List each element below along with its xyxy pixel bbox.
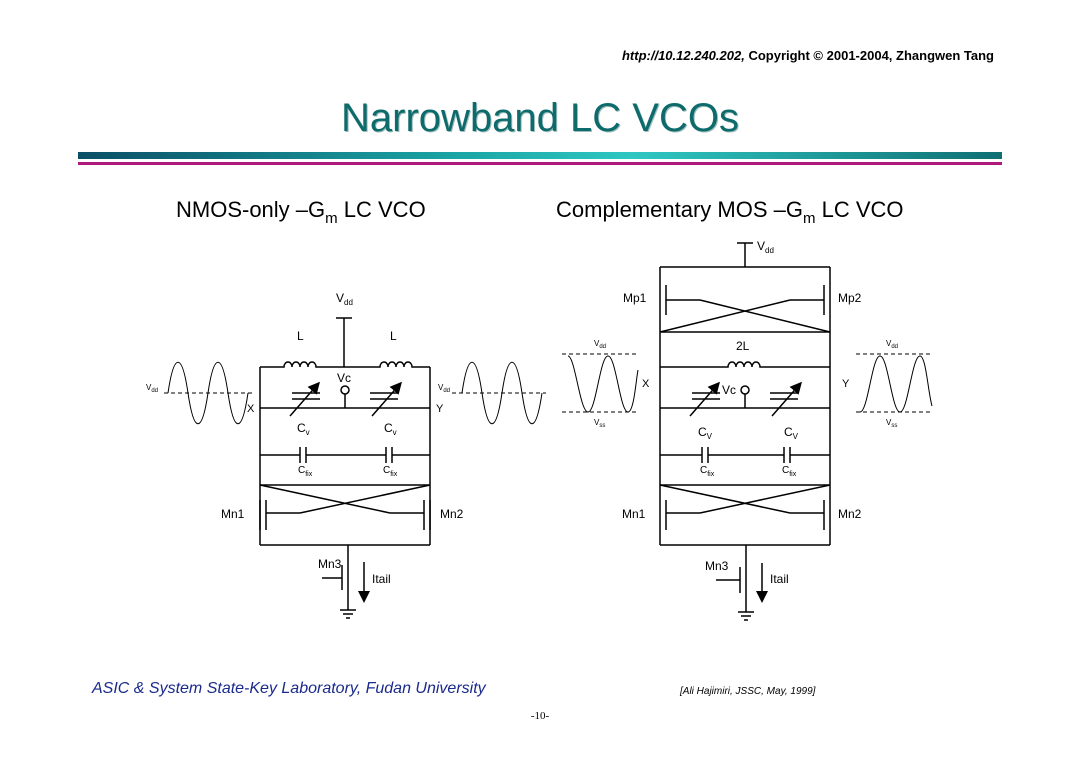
title-divider bbox=[78, 152, 1002, 165]
left-vc-node bbox=[340, 385, 350, 395]
left-y-label: Y bbox=[436, 403, 444, 415]
right-circuit: Complementary MOS –Gm LC VCO Vdd Mp1 Mp2… bbox=[556, 197, 933, 621]
right-vdd-right-label: Vdd bbox=[886, 339, 898, 350]
left-itail-label: Itail bbox=[372, 572, 391, 586]
left-cv2-label: Cv bbox=[384, 421, 397, 437]
right-vc-label: Vc bbox=[722, 383, 736, 397]
divider-gradient-bar bbox=[78, 152, 1002, 159]
footer-lab: ASIC & System State-Key Laboratory, Fuda… bbox=[92, 680, 486, 697]
right-x-label: X bbox=[642, 378, 650, 390]
right-mp1-label: Mp1 bbox=[623, 291, 647, 305]
right-l-label: 2L bbox=[736, 339, 750, 353]
right-cv1-label: CV bbox=[698, 425, 713, 441]
left-vdd-left-label: Vdd bbox=[146, 383, 158, 394]
left-inductors bbox=[260, 361, 430, 368]
right-vdd-left-label: Vdd bbox=[594, 339, 606, 350]
left-cfix1-label: Cfix bbox=[298, 465, 313, 478]
right-mn2-label: Mn2 bbox=[838, 507, 862, 521]
right-cross-wire-2 bbox=[659, 484, 791, 514]
header: http://10.12.240.202, Copyright © 2001-2… bbox=[622, 48, 994, 63]
right-title: Complementary MOS –Gm LC VCO bbox=[556, 197, 904, 227]
header-url: http://10.12.240.202, bbox=[621, 48, 745, 63]
footer-citation: [Ali Hajimiri, JSSC, May, 1999] bbox=[680, 686, 816, 697]
left-mn1-label: Mn1 bbox=[221, 507, 245, 521]
right-cross-wire-1 bbox=[699, 484, 831, 514]
right-cfix2-label: Cfix bbox=[782, 465, 797, 478]
header-copyright: Copyright © 2001-2004, Zhangwen Tang bbox=[744, 48, 994, 63]
slide-title: Narrowband LC VCOs bbox=[341, 96, 739, 140]
right-vss-left-label: Vss bbox=[594, 418, 605, 429]
right-cfix1-label: Cfix bbox=[700, 465, 715, 478]
left-title: NMOS-only –Gm LC VCO bbox=[176, 197, 426, 227]
left-circuit: NMOS-only –Gm LC VCO Vdd L L Vc Cv Cv X … bbox=[146, 197, 546, 619]
right-waveform-y bbox=[859, 355, 933, 413]
right-vc-node bbox=[740, 385, 750, 395]
right-pcross-wire-1 bbox=[699, 299, 831, 333]
right-waveform-x bbox=[567, 355, 639, 413]
right-cv2-label: CV bbox=[784, 425, 799, 441]
left-varactor1-arrow bbox=[289, 381, 320, 417]
left-mn2-label: Mn2 bbox=[440, 507, 464, 521]
right-mn3-label: Mn3 bbox=[705, 559, 729, 573]
right-y-label: Y bbox=[842, 378, 850, 390]
right-inductor bbox=[660, 361, 830, 368]
left-vdd-right-label: Vdd bbox=[438, 383, 450, 394]
left-varactor2-arrow bbox=[371, 381, 402, 417]
right-vdd-label: Vdd bbox=[757, 239, 774, 255]
right-mp2-label: Mp2 bbox=[838, 291, 862, 305]
right-pcross-wire-2 bbox=[659, 299, 791, 333]
left-cross-wire-1 bbox=[299, 484, 431, 514]
left-cv1-label: Cv bbox=[297, 421, 310, 437]
left-cross-wire-2 bbox=[259, 484, 391, 514]
left-vc-label: Vc bbox=[337, 371, 351, 385]
left-x-label: X bbox=[247, 403, 255, 415]
right-vss-right-label: Vss bbox=[886, 418, 897, 429]
page-number: -10- bbox=[530, 710, 550, 722]
left-cfix2-label: Cfix bbox=[383, 465, 398, 478]
right-itail-label: Itail bbox=[770, 572, 789, 586]
left-l1-label: L bbox=[297, 329, 304, 343]
right-varactor1-arrow bbox=[689, 381, 720, 417]
left-l2-label: L bbox=[390, 329, 397, 343]
left-mn3-label: Mn3 bbox=[318, 557, 342, 571]
divider-magenta-bar bbox=[78, 162, 1002, 165]
left-vdd-label: Vdd bbox=[336, 291, 353, 307]
right-mn1-label: Mn1 bbox=[622, 507, 646, 521]
right-varactor2-arrow bbox=[771, 381, 802, 417]
